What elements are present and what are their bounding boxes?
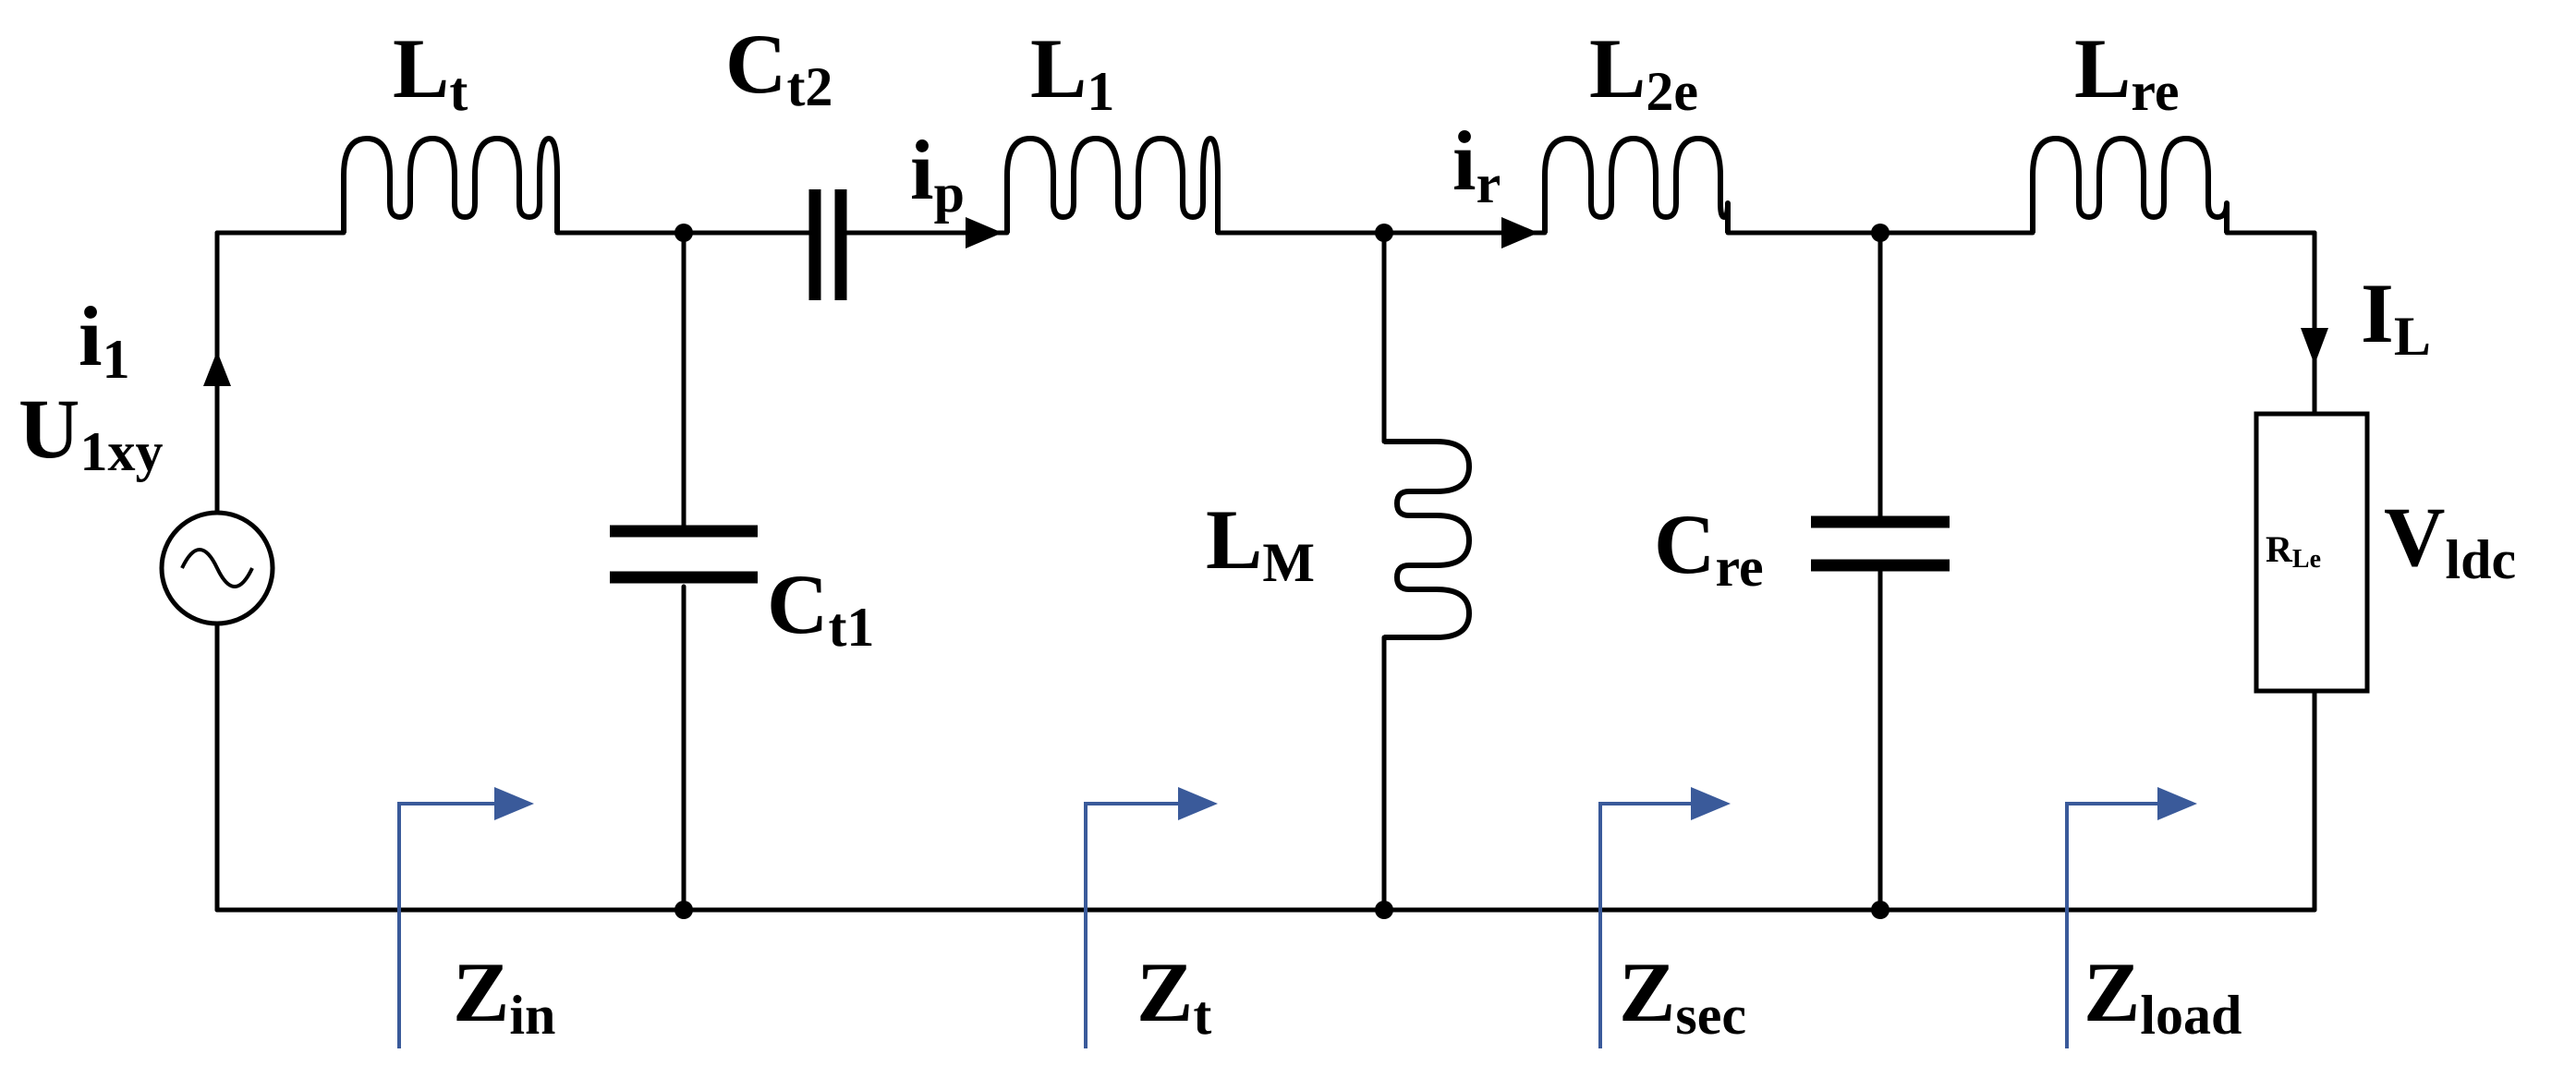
inductor-l1 <box>1004 136 1221 233</box>
label-ct2: Ct2 <box>725 17 832 117</box>
current-arrow-il <box>2301 328 2328 365</box>
wires <box>214 230 2317 913</box>
inductor-lm <box>1384 439 1472 640</box>
resistor-rle <box>2254 411 2370 694</box>
label-i1: i1 <box>79 289 130 390</box>
label-ir: ir <box>1452 114 1501 214</box>
label-ip: ip <box>910 123 965 224</box>
capacitor-cre <box>1811 515 1950 572</box>
label-il: IL <box>2361 266 2431 367</box>
label-cre: Cre <box>1654 497 1764 598</box>
label-zload: Zload <box>2084 945 2242 1046</box>
label-zin: Zin <box>453 945 555 1046</box>
capacitor-ct1 <box>610 525 758 584</box>
impedance-marker-zsec <box>1598 787 1731 1048</box>
label-ct1: Ct1 <box>767 557 874 658</box>
capacitor-ct2 <box>808 189 847 300</box>
inductor-lt <box>341 136 560 233</box>
label-lre: Lre <box>2074 21 2180 122</box>
inductor-lre <box>2030 136 2230 233</box>
current-arrow-ir <box>1501 217 1538 248</box>
impedance-marker-zload <box>2065 787 2197 1048</box>
label-l1: L1 <box>1030 21 1114 122</box>
label-u1xy: U1xy <box>18 382 163 482</box>
current-arrow-i1 <box>203 351 231 386</box>
current-arrow-ip <box>966 217 1002 248</box>
inductor-l2e <box>1542 136 1731 233</box>
label-l2e: L2e <box>1589 21 1698 122</box>
label-rle: RLe <box>2266 528 2321 574</box>
ac-source <box>159 510 275 626</box>
label-lt: Lt <box>393 21 468 122</box>
junction-dots <box>674 224 1889 919</box>
label-zsec: Zsec <box>1619 945 1746 1046</box>
label-vldc: Vldc <box>2384 490 2516 590</box>
label-lm: LM <box>1206 492 1315 593</box>
impedance-marker-zt <box>1084 787 1218 1048</box>
impedance-marker-zin <box>397 787 534 1048</box>
label-zt: Zt <box>1136 945 1211 1046</box>
